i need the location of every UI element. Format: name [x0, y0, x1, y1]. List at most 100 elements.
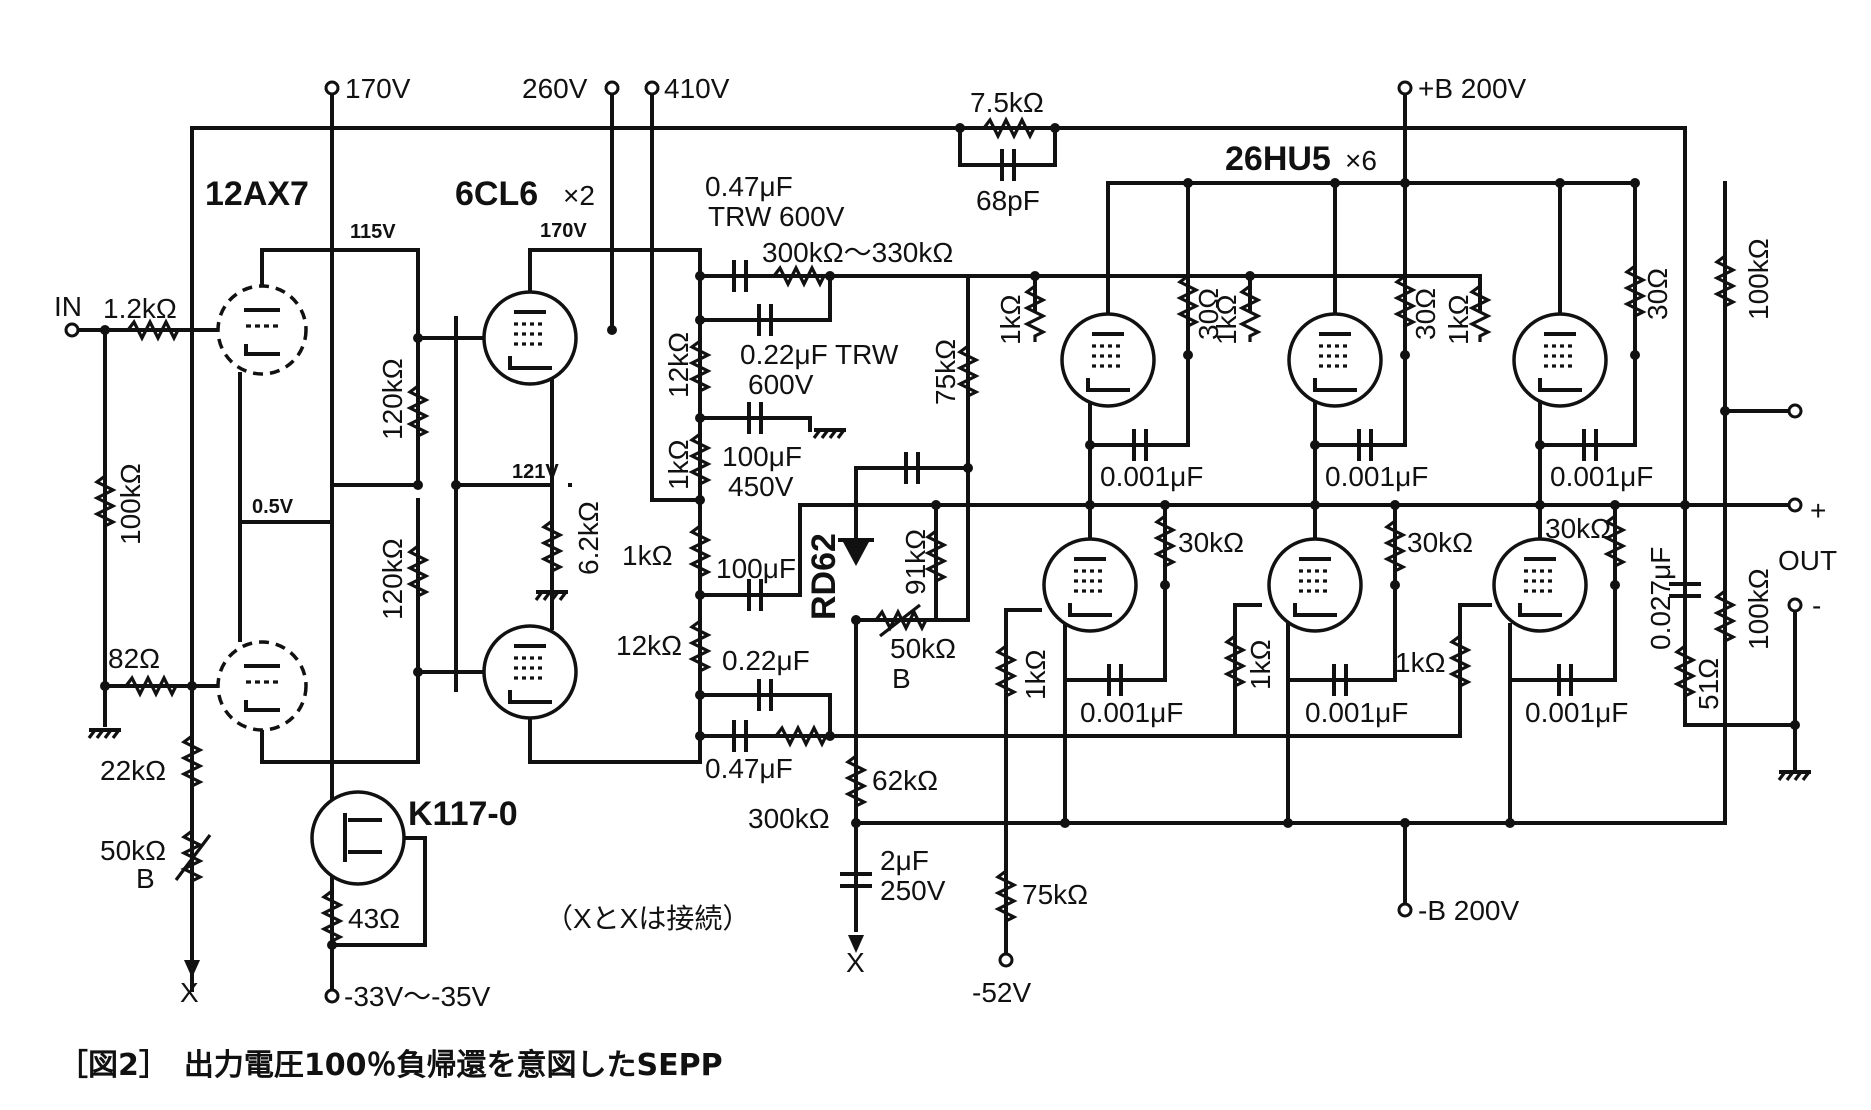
label-r1k-b: 1kΩ	[622, 540, 673, 571]
label-170v: 170V	[345, 73, 411, 104]
label-r300k330k: 300kΩ～330kΩ	[762, 237, 953, 268]
label-r30-u1: 30Ω	[1193, 288, 1224, 340]
label-c022-b: 0.22μF	[722, 645, 810, 676]
label-r22k: 22kΩ	[100, 755, 166, 786]
label-note: （XとXは接続）	[545, 903, 750, 934]
label-c001-u3: 0.001μF	[1550, 461, 1653, 492]
label-c2u: 2μF	[880, 845, 929, 876]
label-c68p: 68pF	[976, 185, 1040, 216]
label-r30-u3: 30Ω	[1642, 268, 1673, 320]
label-12ax7: 12AX7	[205, 175, 309, 213]
label-260v: 260V	[522, 73, 588, 104]
label-r30k-l1: 30kΩ	[1178, 527, 1244, 558]
label-r1k-a: 1kΩ	[663, 439, 694, 490]
label-170v-b: 170V	[540, 220, 587, 242]
tube-26hu5-2	[1287, 312, 1383, 408]
label-c047-top: 0.47μF	[705, 171, 793, 202]
label-minus: -	[1812, 590, 1821, 621]
tube-26hu5-5	[1267, 537, 1363, 633]
label-c022-trw-rating: 600V	[748, 369, 814, 400]
label-c100u-a-rating: 450V	[728, 471, 794, 502]
label-rd62: RD62	[805, 533, 843, 620]
junction-dots	[100, 123, 1800, 950]
label-c001-l2: 0.001μF	[1305, 697, 1408, 728]
label-26hu5: 26HU5	[1225, 140, 1331, 178]
label-c001-l3: 0.001μF	[1525, 697, 1628, 728]
label-r51: 51Ω	[1693, 658, 1724, 710]
figure-caption: ［図2］ 出力電圧100％負帰還を意図したSEPP	[58, 1048, 723, 1083]
tube-6cl6-upper	[482, 290, 578, 386]
label-r30-u2: 30Ω	[1410, 288, 1441, 340]
label-c001-l1: 0.001μF	[1080, 697, 1183, 728]
label-r120k-b: 120kΩ	[377, 538, 408, 620]
label-r1k2: 1.2kΩ	[103, 293, 177, 324]
tubes	[216, 284, 1608, 886]
label-x-right: X	[846, 947, 865, 978]
label-c100u-b: 100μF	[716, 553, 796, 584]
tube-6cl6-lower	[482, 624, 578, 720]
label-r43: 43Ω	[348, 903, 400, 934]
label-c047-top-rating: TRW 600V	[708, 201, 845, 232]
label-6cl6-count: ×2	[563, 180, 595, 211]
tube-26hu5-3	[1512, 312, 1608, 408]
label-r50kb-2: 50kΩ	[890, 633, 956, 664]
label-r6k2: 6.2kΩ	[573, 501, 604, 575]
label-c100u-a: 100μF	[722, 441, 802, 472]
label-r120k-a: 120kΩ	[377, 358, 408, 440]
label-c001-u2: 0.001μF	[1325, 461, 1428, 492]
label-r1k-u1: 1kΩ	[995, 294, 1026, 345]
label-c022-trw: 0.22μF TRW	[740, 339, 899, 370]
label-05v: 0.5V	[252, 496, 294, 518]
label-115v: 115V	[350, 221, 396, 243]
labels: 170V 260V 410V +B 200V -B 200V IN -52V -…	[54, 73, 1837, 1083]
label-r82: 82Ω	[108, 643, 160, 674]
label-r62k: 62kΩ	[872, 765, 938, 796]
label-c001-u1: 0.001μF	[1100, 461, 1203, 492]
label-r75k-a: 75kΩ	[930, 339, 961, 405]
label-r12k-a: 12kΩ	[663, 332, 694, 398]
label-r7k5: 7.5kΩ	[970, 87, 1044, 118]
label-r1k-u2: 1kΩ	[1211, 294, 1242, 345]
label-c047-b: 0.47μF	[705, 753, 793, 784]
tube-26hu5-6	[1492, 537, 1588, 633]
label-121v: 121V	[512, 461, 559, 483]
label-bminus: -B 200V	[1418, 895, 1519, 926]
label-r75k-b: 75kΩ	[1022, 879, 1088, 910]
label-r50kb: 50kΩ	[100, 835, 166, 866]
label-410v: 410V	[664, 73, 730, 104]
label-out: OUT	[1778, 545, 1837, 576]
tube-26hu5-4	[1042, 537, 1138, 633]
label-r30k-l2: 30kΩ	[1407, 527, 1473, 558]
label-neg33: -33V～-35V	[344, 981, 491, 1012]
label-r100k-in: 100kΩ	[115, 463, 146, 545]
label-neg52: -52V	[972, 977, 1031, 1008]
tube-12ax7-lower	[216, 640, 308, 732]
label-r91k: 91kΩ	[900, 529, 931, 595]
components	[87, 118, 1811, 978]
label-bplus: +B 200V	[1418, 73, 1527, 104]
label-x-left: X	[180, 977, 199, 1008]
label-k117: K117-0	[408, 795, 518, 833]
tube-12ax7-upper	[216, 284, 308, 376]
label-c0027: 0.027μF	[1645, 547, 1676, 650]
label-r1k-l2: 1kΩ	[1245, 639, 1276, 690]
label-r1k-l1: 1kΩ	[1020, 649, 1051, 700]
wires	[76, 86, 1797, 992]
label-in: IN	[54, 291, 82, 322]
label-r1k-u3: 1kΩ	[1443, 294, 1474, 345]
label-r100k-r2: 100kΩ	[1743, 568, 1774, 650]
label-r30k-l3: 30kΩ	[1545, 513, 1611, 544]
label-r1k-l3: 1kΩ	[1395, 647, 1446, 678]
label-r300k: 300kΩ	[748, 803, 830, 834]
label-r12k-b: 12kΩ	[616, 630, 682, 661]
label-r50kb-2-b: B	[892, 663, 911, 694]
label-26hu5-count: ×6	[1345, 145, 1377, 176]
tube-26hu5-1	[1060, 312, 1156, 408]
label-6cl6: 6CL6	[455, 175, 538, 213]
label-r100k-r1: 100kΩ	[1743, 238, 1774, 320]
label-r50kb-b: B	[136, 863, 155, 894]
label-c2u-rating: 250V	[880, 875, 946, 906]
label-plus: +	[1810, 495, 1826, 526]
fet-k117	[310, 790, 406, 886]
